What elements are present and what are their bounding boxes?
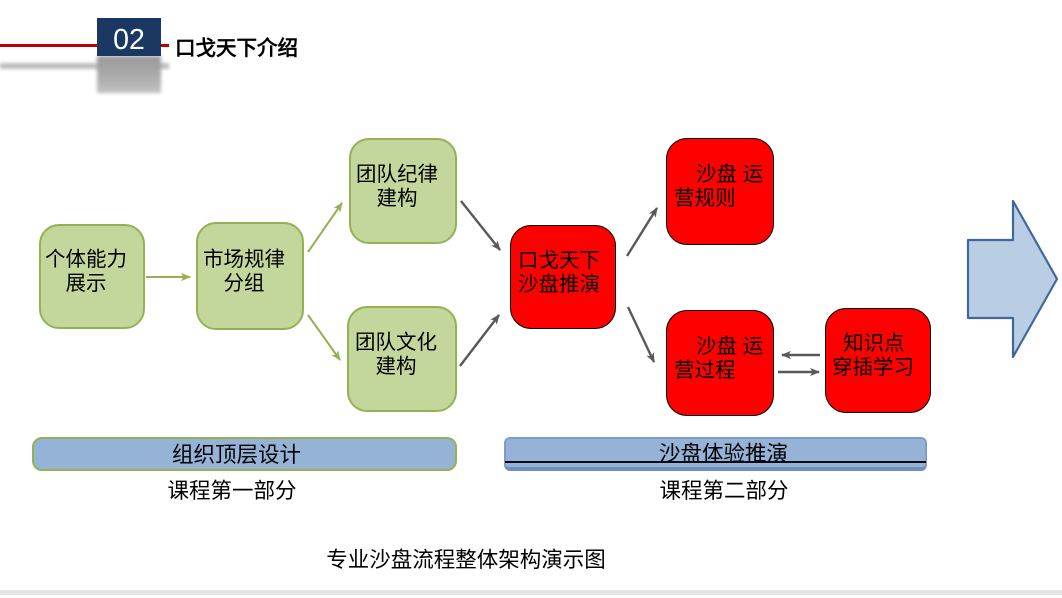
node-text-line: 展示 [65,272,107,295]
node-text-line: 沙盘 运 [696,163,764,186]
section-number-box: 02 [97,18,161,56]
course-part-two-label: 课程第二部分 [659,479,789,503]
node-text-line: 团队文化 [355,330,437,354]
banner-organization-design: 组织顶层设计 [32,437,457,471]
banner-sandbox-experience: 沙盘体验推演 [504,437,927,471]
edge-discipline-to-deduction [460,200,501,251]
diagram-caption: 专业沙盘流程整体架构演示图 [326,548,606,572]
node-text-line: 建构 [376,186,418,210]
node-text-line: 穿插学习 [832,356,914,379]
node-operation-rules: 沙盘 运 营规则 [666,138,774,245]
node-operation-process: 沙盘 运 营过程 [666,310,774,416]
header-line-reflection [0,63,169,69]
edge-culture-to-deduction [459,314,500,367]
header-accent-line [0,44,169,47]
slide-title: 口戈天下介绍 [175,37,298,60]
node-text-line: 沙盘 运 [696,334,764,358]
node-text-line: 营规则 [674,187,736,210]
node-text-line: 口戈天下 [518,248,600,272]
slide-bottom-edge [0,590,1062,595]
node-team-culture: 团队文化 建构 [347,306,457,412]
node-individual-ability: 个体能力 展示 [39,224,145,329]
node-text-line: 知识点 [843,332,905,355]
node-text-line: 团队纪律 [356,162,438,186]
big-right-arrow [966,199,1059,359]
node-text-line: 沙盘推演 [518,272,600,296]
node-text-line: 建构 [375,354,417,378]
edge-deduction-to-process [626,306,656,363]
section-box-reflection [97,56,161,93]
node-text-line: 分组 [223,271,265,295]
course-part-one-label: 课程第一部分 [167,479,297,503]
edge-deduction-to-rules [625,207,659,257]
section-number: 02 [113,24,145,56]
banner-label: 组织顶层设计 [171,442,301,467]
node-text-line: 个体能力 [45,248,127,271]
edge-market-to-culture [307,314,341,361]
node-team-discipline: 团队纪律 建构 [349,138,457,244]
node-knowledge-points: 知识点 穿插学习 [825,308,931,413]
edge-market-to-discipline [307,202,343,253]
node-text-line: 市场规律 [203,247,285,271]
banner-label: 沙盘体验推演 [658,441,788,466]
banner-underline [505,461,926,463]
node-sandbox-deduction: 口戈天下 沙盘推演 [510,225,616,329]
node-market-rules: 市场规律 分组 [196,222,304,330]
node-text-line: 营过程 [674,358,736,382]
